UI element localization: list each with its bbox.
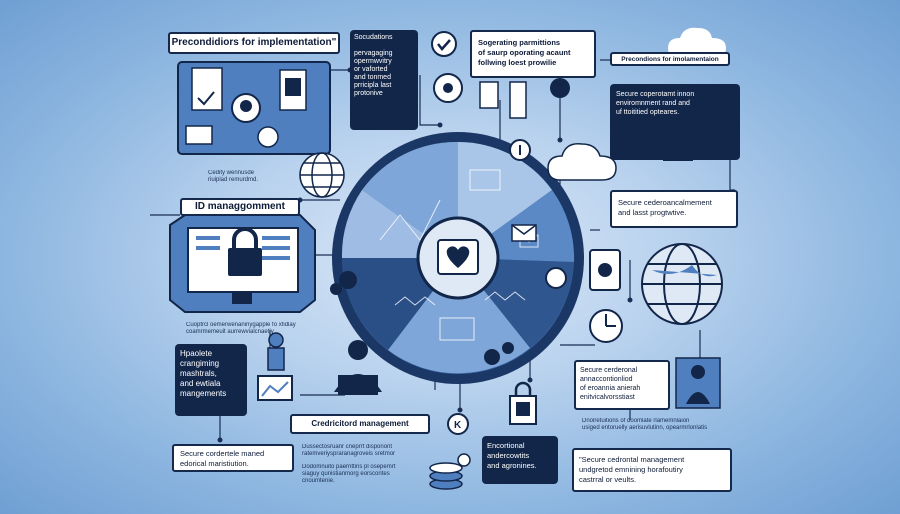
credential-management-box: Credricitord management	[290, 414, 430, 434]
secure-credential-anomaly-box: Secure cerderonal annaccontionliod of er…	[574, 360, 670, 410]
globe-icon	[299, 152, 345, 198]
secure-environment-panel: Secure coperotamt innon enviromnment ran…	[610, 84, 740, 160]
small-caption-bottom-right: Dnolretuitions of doomlate rlamemnlaion …	[582, 418, 708, 431]
key-token-icon	[447, 413, 469, 435]
secure-vault-box: "Secure cedrontal management undgretod e…	[572, 448, 732, 492]
small-caption-left-mid: Cuoptrcl oemerwenaninygapple fo xfidlay …	[186, 322, 296, 335]
gear-icon	[330, 271, 357, 295]
secure-distribution-box: Secure cordertele maned edorical maristi…	[172, 444, 294, 472]
socudations-panel: Socudations pervagaging opermwvitry or v…	[350, 30, 418, 130]
gear-icon	[484, 342, 514, 365]
device-icon	[545, 249, 621, 291]
key-icon	[509, 139, 531, 161]
checkmark-icon	[431, 31, 457, 57]
small-caption-bottom-left: Dussectosruanr cneprrt disponont ratemve…	[302, 444, 396, 457]
document-panel	[177, 61, 331, 155]
secure-credential-box: Secure cederoancalmement and lasst progt…	[610, 190, 738, 228]
preconditions-title-right: Precondions for imolamentaion	[610, 52, 730, 66]
shield-icon	[509, 381, 537, 425]
person-icon	[257, 332, 293, 401]
credential-mechanisms-panel: Hpaolete crangiming mashtrals, and ewtia…	[175, 344, 247, 416]
heart-lock-icon	[446, 246, 470, 268]
shield-icon	[433, 73, 463, 103]
person-icon	[675, 357, 721, 409]
monitor-icon	[169, 214, 316, 313]
cloud-icon	[547, 143, 617, 181]
person-icon	[334, 340, 382, 395]
clock-icon	[589, 309, 623, 343]
small-caption-bottom-left-2: Dodomnuito paerrittins pl osepemrt siagu…	[302, 464, 396, 484]
small-caption-left-upper: Cedity wennusde riuiplad remurdmd.	[208, 170, 259, 183]
preconditions-title-left: Precondidiors for implementation"	[168, 32, 340, 54]
svg-text:K: K	[454, 420, 462, 431]
coin-stack-icon	[429, 453, 471, 490]
separating-permissions-box: Sogerating parmittions of saurp oporatin…	[470, 30, 596, 78]
id-management-title: ID managgomment	[180, 198, 300, 216]
mail-icon	[511, 224, 537, 242]
central-hub	[330, 132, 584, 384]
globe-icon	[641, 243, 723, 325]
document-icon	[479, 78, 570, 119]
exceptional-accounts-panel: Encortional andercowtits and agronines.	[482, 436, 558, 484]
cloud-icon	[668, 27, 726, 58]
